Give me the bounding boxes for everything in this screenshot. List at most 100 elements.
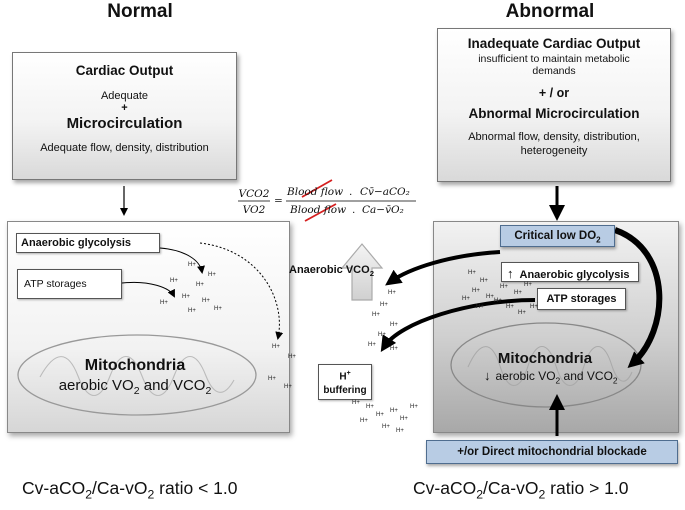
abnormal-mitochondria-label: Mitochondria [497,350,593,367]
critical-to-anaerobic-arrow [385,250,501,286]
adequate-flow-text: Adequate flow, density, distribution [40,142,209,154]
down-arrow-icon: ↓ [484,368,491,383]
inadequate-title: Inadequate Cardiac Output [467,36,641,51]
abnormal-aerobic-label: ↓aerobic VO2 and VCO2 [484,368,644,385]
h-ion-marker: H+ [268,376,276,382]
formula-lhs-num: VCO2 [238,188,270,200]
h-ion-marker: H+ [462,296,470,302]
h-ion-marker: H+ [486,294,494,300]
h-ion-marker: H+ [396,428,404,434]
abnormal-aerobic-sub1: 2 [555,375,561,386]
normal-aerobic-sub2: 2 [205,385,212,397]
h-ion-marker: H+ [400,416,408,422]
critical-sub: 2 [596,235,601,245]
h-ion-marker: H+ [494,298,502,304]
h-ion-marker: H+ [196,282,204,288]
insufficient-text: insufficient to maintain metabolic deman… [478,53,630,77]
abnormal-atp-storages: ATP storages [537,288,626,310]
formula-num-flow: Blood flow [287,186,344,198]
atp-arrow [121,281,175,298]
h-ion-marker: H+ [476,304,484,310]
normal-aerobic-and: and VCO [139,377,206,394]
abnormal-aerobic-and: and VCO [560,369,613,383]
h-ion-marker: H+ [214,306,222,312]
h-ion-marker: H+ [518,310,526,316]
normal-aerobic-vo: aerobic VO [58,377,134,394]
h-ion-marker: H+ [506,304,514,310]
h-ion-marker: H+ [410,404,418,410]
h-ion-marker: H+ [390,346,398,352]
formula-den-dot: . [352,204,356,216]
abnormal-anaerobic-glycolysis: ↑ Anaerobic glycolysis [501,262,639,282]
h-ion-marker: H+ [160,300,168,306]
abnormal-micro-title: Abnormal Microcirculation [468,106,640,121]
normal-ratio: Cv-aCO2/Ca-vO2 ratio < 1.0 [22,478,238,502]
h-ion-marker: H+ [390,322,398,328]
h-buffering-text: buffering [323,385,367,397]
formula-den-flow: Blood flow [290,204,347,216]
abnormal-flow-text: Abnormal flow, density, distribution, he… [468,131,640,157]
critical-text: Critical low DO [514,230,597,242]
abnormal-aerobic-sub2: 2 [612,375,618,386]
h-ion-marker: H+ [382,424,390,430]
h-ion-marker: H+ [272,344,280,350]
h-ion-marker: H+ [368,342,376,348]
formula-den-rhs: Ca−v̄O₂ [362,204,404,216]
h-ion-marker: H+ [480,278,488,284]
and-or-text: + / or [538,86,570,100]
anaerobic-vco2-sub: 2 [369,269,374,279]
normal-mitochondria-shape [17,334,257,416]
abnormal-ratio: Cv-aCO2/Ca-vO2 ratio > 1.0 [413,478,629,502]
h-ion-marker: H+ [188,262,196,268]
h-ion-marker: H+ [390,408,398,414]
glycolysis-arrow [159,247,205,274]
h-ion-marker: H+ [376,412,384,418]
normal-atp-storages: ATP storages [17,269,122,299]
strike-top [301,179,333,198]
normal-aerobic-sub1: 2 [133,385,140,397]
atp-to-buffering-arrow [380,298,536,353]
h-ion-marker: H+ [388,290,396,296]
normal-anaerobic-glycolysis: Anaerobic glycolysis [16,233,160,253]
heading-normal: Normal [107,1,173,22]
plus-sign: + [121,102,128,114]
strike-bottom [304,203,337,222]
formula-equals: = [274,195,283,207]
h-ion-marker: H+ [530,304,538,310]
h-ion-marker: H+ [202,298,210,304]
h-ion-marker: H+ [288,354,296,360]
abnormal-cardiac-box: Inadequate Cardiac Output insufficient t… [437,28,671,182]
h-ion-marker: H+ [170,278,178,284]
h-ion-marker: H+ [182,294,190,300]
cardiac-output-title: Cardiac Output [75,63,174,78]
direct-mitochondrial-blockade: +/or Direct mitochondrial blockade [426,440,678,464]
h-buffering-h: H+ [339,370,351,383]
h-ion-marker: H+ [284,384,292,390]
microcirculation-title: Microcirculation [66,115,183,132]
h-ion-marker: H+ [378,332,386,338]
h-ion-marker: H+ [372,312,380,318]
h-ion-marker: H+ [524,282,532,288]
critical-low-do2: Critical low DO2 [500,225,615,247]
heading-abnormal: Abnormal [505,1,595,22]
abnormal-aerobic-vo: aerobic VO [495,369,556,383]
h-buffering-box: H+ buffering [318,364,372,400]
h-ion-marker: H+ [500,284,508,290]
up-arrow-icon: ↑ [507,266,514,281]
formula-lhs-den: VO2 [242,204,266,216]
h-ion-marker: H+ [352,400,360,406]
formula-num-dot: . [349,186,353,198]
normal-cardiac-box: Cardiac Output Adequate + Microcirculati… [12,52,237,180]
h-ion-marker: H+ [208,272,216,278]
anaerobic-up-arrow [340,243,384,301]
formula-num-rhs: Cv̄−aCO₂ [360,186,410,198]
normal-cristae [39,356,235,396]
h-ion-marker: H+ [360,418,368,424]
h-ion-marker: H+ [188,308,196,314]
abnormal-cristae [467,346,633,386]
anaerobic-vco2-label: Anaerobic VCO2 [289,264,374,278]
anaerobic-vco2-text: Anaerobic VCO [289,264,370,276]
abnormal-glycolysis-text: Anaerobic glycolysis [519,269,630,281]
normal-aerobic-label: aerobic VO2 and VCO2 [35,377,235,397]
